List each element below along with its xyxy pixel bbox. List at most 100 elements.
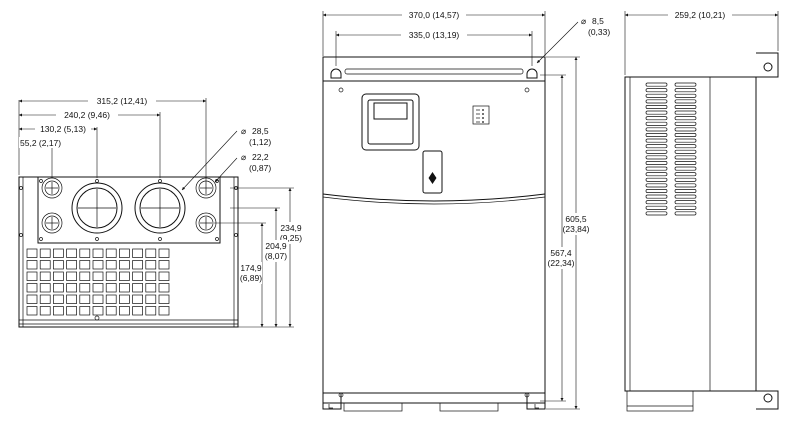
vent-cell (132, 294, 143, 304)
louver-slot (674, 155, 697, 160)
vent-cell (92, 283, 104, 293)
louver-slot (645, 211, 668, 216)
vent-cell (145, 294, 157, 304)
louver-slot (674, 121, 697, 126)
vent-cell (105, 260, 117, 270)
louver-slot (674, 105, 697, 109)
louver-slot (645, 205, 668, 210)
louver-slot (645, 82, 668, 87)
vent-cell (145, 283, 157, 293)
vent-cell (105, 306, 117, 316)
vent-cell (105, 248, 117, 258)
vent-cell (26, 294, 38, 304)
vent-cell (66, 260, 77, 270)
louver-slot (674, 161, 697, 165)
louver-slot (645, 105, 668, 109)
vent-cell (145, 260, 157, 270)
bottom-view: 315,2 (12,41) 240,2 (9,46) 130,2 (5,13) … (18, 95, 302, 328)
dim-height-174-mm: 174,9 (240, 263, 262, 273)
vent-cell (92, 294, 104, 304)
louver-slot (645, 177, 668, 182)
vent-cell (132, 306, 143, 316)
louver-slot (674, 183, 697, 188)
louver-slot (674, 189, 697, 193)
louver-slot (645, 121, 668, 126)
louver-slot (674, 88, 697, 93)
louver-slot (645, 172, 668, 177)
louver-slot (645, 149, 668, 154)
side-top-bracket (756, 52, 779, 78)
louver-slot (645, 183, 668, 188)
louver-slot (674, 138, 697, 143)
dim-height-605-in: (23,84) (563, 224, 590, 234)
dim-width-55: 55,2 (2,17) (20, 138, 61, 148)
dim-height-605-mm: 605,5 (565, 214, 587, 224)
vent-cell (53, 283, 64, 293)
louver-slot (674, 133, 697, 137)
vent-cell (158, 283, 170, 293)
hole-large-in: (1,12) (249, 137, 271, 147)
latch-diamond-icon (428, 172, 437, 184)
vent-cell (26, 260, 38, 270)
slot-dim-in: (0,33) (588, 27, 610, 37)
slot-dim-mm: 8,5 (592, 16, 604, 26)
side-view: 259,2 (10,21) (624, 9, 779, 412)
vent-cell (39, 260, 51, 270)
louver-slot (674, 149, 697, 154)
vent-cell (66, 248, 77, 258)
vent-cell (79, 283, 91, 293)
vent-cell (39, 294, 51, 304)
mounting-slot-left (330, 68, 342, 79)
vent-cell (132, 248, 143, 258)
vent-cell (53, 271, 64, 281)
bottom-vent-grid (26, 248, 170, 316)
vent-cell (158, 271, 170, 281)
louver-slot (674, 200, 697, 205)
vent-cell (145, 248, 157, 258)
large-knockout-right (134, 182, 186, 234)
vent-cell (79, 306, 91, 316)
louver-slot (645, 127, 668, 132)
vent-cell (119, 283, 130, 293)
vent-cell (92, 306, 104, 316)
louver-slot (674, 166, 697, 171)
side-enclosure (624, 76, 757, 392)
louver-slot (674, 172, 697, 177)
dim-height-234-mm: 234,9 (280, 223, 302, 233)
louver-slot (645, 116, 668, 121)
vent-cell (53, 294, 64, 304)
louver-slot (674, 93, 697, 98)
louver-slot (645, 93, 668, 98)
vent-cell (53, 260, 64, 270)
vent-cell (119, 271, 130, 281)
vent-cell (92, 248, 104, 258)
display-window (373, 102, 408, 120)
vent-cell (158, 248, 170, 258)
louver-slot (645, 200, 668, 205)
bottom-mounting-flange (322, 392, 546, 404)
bottom-view-outline (18, 176, 239, 328)
louver-slot (645, 166, 668, 171)
louver-slot (645, 110, 668, 115)
louver-slot (674, 205, 697, 210)
vent-cell (145, 271, 157, 281)
louver-slot (674, 194, 697, 199)
dim-height-567-in: (22,34) (548, 258, 575, 268)
vent-cell (53, 306, 64, 316)
louver-slot (674, 144, 697, 149)
louver-slot (645, 194, 668, 199)
louver-slot (645, 161, 668, 165)
keypad-frame (367, 99, 414, 145)
vent-cell (132, 283, 143, 293)
dim-height-204-mm: 204,9 (265, 241, 287, 251)
louver-slot (645, 144, 668, 149)
dim-width-240: 240,2 (9,46) (64, 110, 110, 120)
vent-cell (92, 260, 104, 270)
vent-cell (119, 248, 130, 258)
vent-cell (66, 271, 77, 281)
louver-slot (674, 127, 697, 132)
vent-cell (158, 294, 170, 304)
conduit-plate (37, 176, 221, 244)
vent-cell (39, 306, 51, 316)
